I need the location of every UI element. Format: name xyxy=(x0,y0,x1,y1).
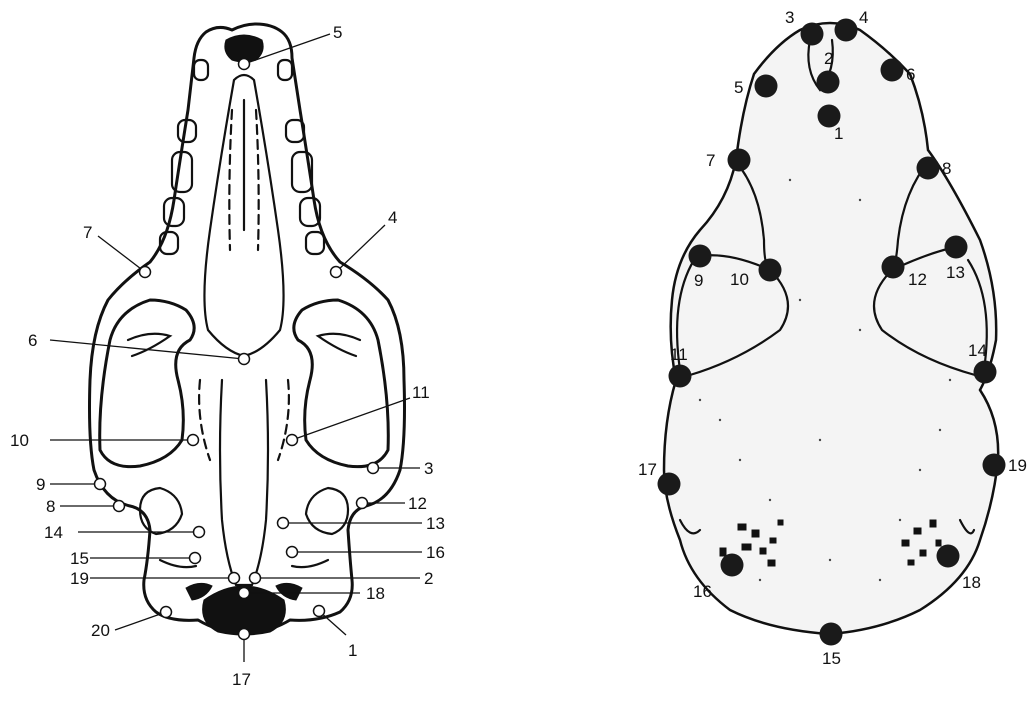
dorsal-landmark-label-12: 12 xyxy=(908,270,927,289)
dorsal-landmark-10 xyxy=(759,259,782,282)
ventral-landmark-label-8: 8 xyxy=(46,497,55,516)
ventral-leader-line-4 xyxy=(336,225,385,272)
ventral-landmark-label-3: 3 xyxy=(424,459,433,478)
ventral-landmark-6 xyxy=(239,354,250,365)
dorsal-landmark-13 xyxy=(945,236,968,259)
ventral-landmark-label-12: 12 xyxy=(408,494,427,513)
dorsal-landmark-label-14: 14 xyxy=(968,341,987,360)
dorsal-landmark-label-6: 6 xyxy=(906,65,915,84)
ventral-landmark-label-5: 5 xyxy=(333,23,342,42)
ventral-landmark-9 xyxy=(95,479,106,490)
dorsal-landmark-12 xyxy=(882,256,905,279)
ventral-landmark-label-18: 18 xyxy=(366,584,385,603)
ventral-landmark-4 xyxy=(331,267,342,278)
basicranium xyxy=(220,380,268,585)
ventral-landmark-label-7: 7 xyxy=(83,223,92,242)
dorsal-landmark-9 xyxy=(689,245,712,268)
ventral-landmark-8 xyxy=(114,501,125,512)
dorsal-landmark-label-17: 17 xyxy=(638,460,657,479)
ventral-landmark-13 xyxy=(278,518,289,529)
ventral-landmark-14 xyxy=(194,527,205,538)
ventral-landmark-16 xyxy=(287,547,298,558)
ventral-landmark-label-1: 1 xyxy=(348,641,357,660)
zygomatic-arch-left xyxy=(100,300,194,467)
ventral-landmark-5 xyxy=(239,59,250,70)
ventral-landmark-19 xyxy=(229,573,240,584)
ventral-landmark-12 xyxy=(357,498,368,509)
ventral-landmark-label-14: 14 xyxy=(44,523,63,542)
ventral-teeth-right xyxy=(278,60,324,254)
ventral-landmark-17 xyxy=(239,629,250,640)
ventral-landmark-label-13: 13 xyxy=(426,514,445,533)
dorsal-landmark-label-3: 3 xyxy=(785,8,794,27)
ventral-landmark-3 xyxy=(368,463,379,474)
auditory-bulla-right xyxy=(306,488,348,534)
ventral-landmark-10 xyxy=(188,435,199,446)
dorsal-landmark-8 xyxy=(917,157,940,180)
dorsal-landmark-label-13: 13 xyxy=(946,263,965,282)
ventral-landmark-label-2: 2 xyxy=(424,569,433,588)
ventral-landmark-label-9: 9 xyxy=(36,475,45,494)
ventral-landmark-11 xyxy=(287,435,298,446)
ventral-landmark-20 xyxy=(161,607,172,618)
dorsal-landmark-19 xyxy=(983,454,1006,477)
dorsal-landmark-label-5: 5 xyxy=(734,78,743,97)
ventral-landmark-7 xyxy=(140,267,151,278)
dorsal-landmark-label-1: 1 xyxy=(834,124,843,143)
dorsal-landmark-label-8: 8 xyxy=(942,159,951,178)
ventral-leader-line-20 xyxy=(115,612,166,630)
dorsal-landmark-14 xyxy=(974,361,997,384)
ventral-leader-line-11 xyxy=(292,398,410,440)
dorsal-landmark-16 xyxy=(721,554,744,577)
ventral-landmark-label-10: 10 xyxy=(10,431,29,450)
dorsal-landmark-label-11: 11 xyxy=(670,345,688,364)
dorsal-landmark-2 xyxy=(817,71,840,94)
dorsal-landmark-label-10: 10 xyxy=(730,270,749,289)
ventral-landmark-label-20: 20 xyxy=(91,621,110,640)
ventral-landmark-15 xyxy=(190,553,201,564)
ventral-landmark-18 xyxy=(239,588,250,599)
dorsal-landmark-6 xyxy=(881,59,904,82)
dorsal-landmark-17 xyxy=(658,473,681,496)
ventral-landmark-label-11: 11 xyxy=(412,383,430,402)
dorsal-landmark-label-15: 15 xyxy=(822,649,841,668)
ventral-landmark-label-4: 4 xyxy=(388,208,397,227)
dorsal-landmark-3 xyxy=(801,23,824,46)
dorsal-landmark-18 xyxy=(937,545,960,568)
ventral-landmark-1 xyxy=(314,606,325,617)
ventral-landmark-label-6: 6 xyxy=(28,331,37,350)
auditory-bulla-left xyxy=(140,488,182,534)
zygomatic-arch-right xyxy=(294,300,388,467)
ventral-landmark-label-19: 19 xyxy=(70,569,89,588)
ventral-landmark-2 xyxy=(250,573,261,584)
ventral-landmark-label-16: 16 xyxy=(426,543,445,562)
ventral-skull-view xyxy=(90,24,405,635)
dorsal-landmark-label-16: 16 xyxy=(693,582,712,601)
ventral-leader-line-7 xyxy=(98,236,145,272)
ventral-leader-line-6 xyxy=(50,340,244,359)
dorsal-landmark-label-19: 19 xyxy=(1008,456,1027,475)
dorsal-landmark-4 xyxy=(835,19,858,42)
dorsal-landmark-label-18: 18 xyxy=(962,573,981,592)
dorsal-landmark-label-2: 2 xyxy=(824,49,833,68)
ventral-skull-outline xyxy=(90,24,405,634)
ventral-teeth-left xyxy=(160,60,208,254)
ventral-landmark-label-15: 15 xyxy=(70,549,89,568)
dorsal-landmark-11 xyxy=(669,365,692,388)
dorsal-landmark-label-7: 7 xyxy=(706,151,715,170)
dorsal-landmark-7 xyxy=(728,149,751,172)
dorsal-landmark-label-9: 9 xyxy=(694,271,703,290)
dorsal-landmark-15 xyxy=(820,623,843,646)
dorsal-landmark-label-4: 4 xyxy=(859,8,868,27)
dorsal-landmark-5 xyxy=(755,75,778,98)
ventral-landmark-label-17: 17 xyxy=(232,670,251,689)
